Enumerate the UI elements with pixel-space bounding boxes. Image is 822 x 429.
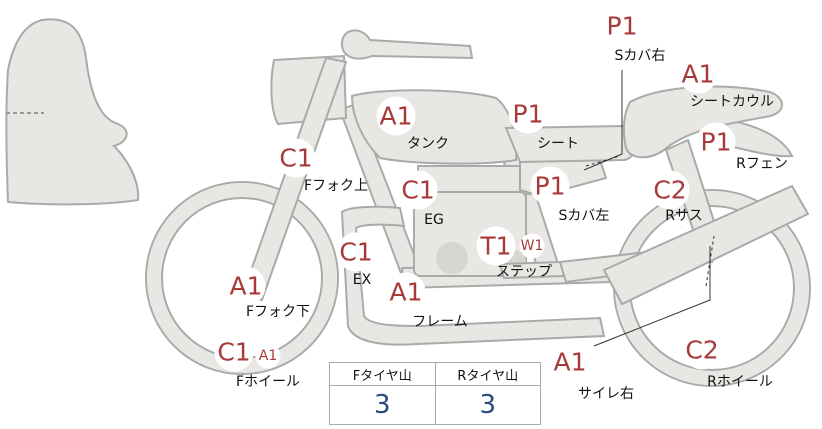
step-label: ステップ: [496, 264, 552, 280]
silencer-right-code-badge: [550, 342, 590, 382]
silencer-right-code: A1: [553, 348, 586, 377]
seat-cowl-label: シートカウル: [690, 94, 774, 110]
r-fender-code: P1: [701, 128, 732, 157]
r-fender-code-badge: [696, 122, 736, 162]
f-wheel-code: C1: [217, 338, 250, 367]
exhaust-code: C1: [339, 238, 372, 267]
silencer-shape: [602, 184, 810, 306]
engine-code: C1: [401, 176, 434, 205]
r-suspension-label: Rサス: [665, 208, 702, 224]
frame-label: フレーム: [412, 314, 468, 330]
tank-label: タンク: [407, 136, 449, 152]
tank-code: A1: [379, 102, 412, 131]
r-wheel-label: Rホイール: [707, 374, 773, 390]
f-fork-lower-label: Fフォク下: [246, 304, 310, 320]
rear-tyre-header: Rタイヤ山: [434, 362, 541, 386]
seat-label: シート: [537, 136, 579, 152]
seat-cowl-code-badge: [678, 54, 718, 94]
silencer-dashed-leader: [705, 235, 715, 287]
s-cover-left-code: P1: [535, 172, 566, 201]
frame-code-badge: [386, 272, 426, 312]
silencer-right-label: サイレ右: [578, 386, 634, 402]
f-fork-upper-code-badge: [276, 138, 316, 178]
front-tyre-header: Fタイヤ山: [329, 362, 436, 386]
tyre-depth-table: Fタイヤ山 Rタイヤ山 3 3: [329, 362, 541, 425]
s-cover-left-code-badge: [530, 166, 570, 206]
step-code2-badge: [519, 233, 545, 259]
frame-code: A1: [389, 278, 422, 307]
seat-cowl-shape: [622, 85, 783, 159]
front-fork-shape: [240, 56, 348, 302]
step-code2: W1: [521, 238, 544, 254]
r-wheel-code: C2: [685, 336, 718, 365]
s-cover-left-label: Sカバ左: [559, 208, 610, 224]
rear-tyre-value: 3: [434, 385, 541, 425]
f-wheel-label: Fホイール: [236, 374, 300, 390]
exhaust-label: EX: [353, 272, 372, 288]
r-suspension-code-badge: [650, 170, 690, 210]
engine-label: EG: [424, 212, 444, 228]
f-wheel-code2-badge: [255, 343, 281, 369]
f-fork-lower-code: A1: [229, 272, 262, 301]
step-shape: [498, 260, 566, 280]
exhaust-pipe-shape: [340, 205, 606, 346]
exhaust-code-badge: [336, 232, 376, 272]
seat-code-badge: [508, 94, 548, 134]
f-fork-upper-code: C1: [279, 144, 312, 173]
tank-shape: [350, 89, 518, 165]
seat-cowl-code: A1: [681, 60, 714, 89]
handlebar-shape: [340, 29, 474, 60]
s-cover-right-code-badge: [602, 6, 642, 46]
tank-code-badge: [376, 96, 416, 136]
f-fork-upper-label: Fフォク上: [304, 178, 368, 194]
front-tyre-value: 3: [329, 385, 436, 425]
f-wheel-code2: A1: [259, 348, 277, 364]
r-wheel-code-badge: [682, 330, 722, 370]
step-code-badge: [476, 226, 516, 266]
f-wheel-code-badge: [214, 332, 254, 372]
windscreen-shape: [5, 18, 140, 206]
silencer-leader: [593, 246, 711, 347]
step-code: T1: [479, 232, 511, 261]
seat-code: P1: [513, 100, 544, 129]
engine-code-badge: [398, 170, 438, 210]
r-fender-label: Rフェン: [736, 156, 788, 172]
r-suspension-code: C2: [653, 176, 686, 205]
s-cover-right-label: Sカバ右: [615, 48, 666, 64]
s-cover-right-leader: [583, 70, 623, 171]
s-cover-right-code: P1: [607, 12, 638, 41]
f-fork-lower-code-badge: [226, 266, 266, 306]
